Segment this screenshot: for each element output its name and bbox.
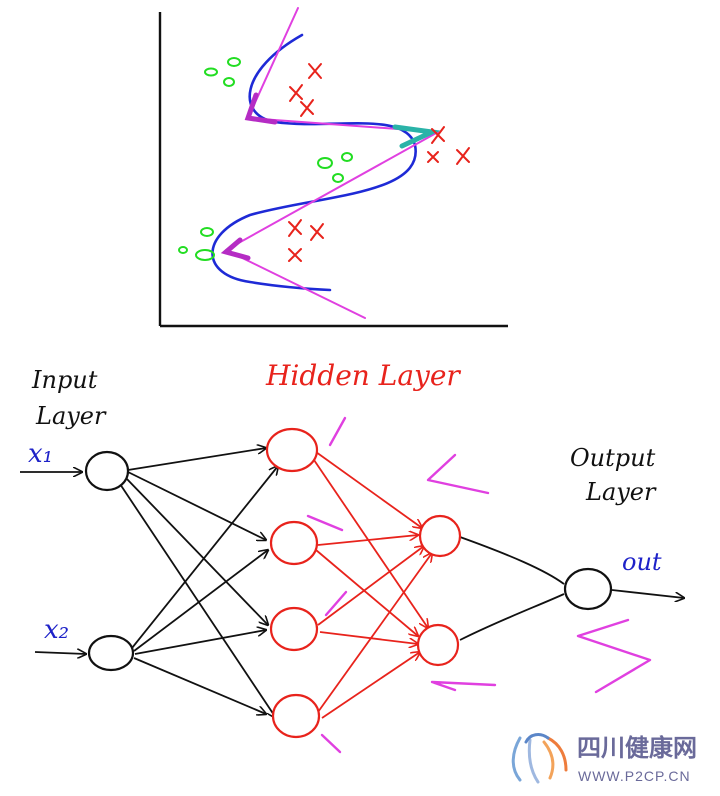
class-o-points bbox=[178, 57, 353, 261]
activation-mark bbox=[306, 514, 344, 532]
kink-accent-top bbox=[244, 92, 278, 125]
kink-accent-bottom bbox=[220, 237, 251, 261]
hidden1-node bbox=[269, 520, 319, 566]
kink-accent-mid bbox=[392, 124, 441, 149]
o-point bbox=[332, 173, 344, 183]
input-layer-label-line1: Input bbox=[31, 366, 98, 394]
hidden1-node bbox=[265, 427, 319, 473]
input-layer-nodes bbox=[84, 450, 135, 672]
x-point bbox=[431, 126, 445, 144]
x-point bbox=[288, 219, 302, 237]
watermark-url: WWW.P2CP.CN bbox=[578, 768, 691, 784]
hidden1-node bbox=[271, 693, 321, 739]
input-layer-label-line2: Layer bbox=[35, 402, 107, 430]
hidden-layer-2-nodes bbox=[416, 514, 462, 667]
x-point bbox=[300, 99, 314, 117]
hidden2-node bbox=[418, 514, 462, 558]
hidden2-node bbox=[416, 623, 460, 667]
hidden-layer-1-nodes bbox=[265, 427, 321, 739]
output-layer-label-line2: Layer bbox=[585, 478, 657, 506]
edge bbox=[134, 630, 266, 655]
output-arrow bbox=[611, 589, 684, 598]
edge bbox=[459, 536, 565, 585]
activation-sketches bbox=[306, 416, 652, 754]
o-point bbox=[341, 152, 353, 162]
x2-input-arrow bbox=[34, 652, 86, 654]
activation-mark bbox=[328, 416, 347, 447]
phoenix-logo bbox=[511, 733, 568, 784]
o-point bbox=[178, 246, 188, 254]
input-to-hidden-edges bbox=[119, 448, 278, 718]
edge bbox=[321, 652, 420, 719]
neural-network bbox=[20, 416, 684, 754]
edge bbox=[317, 546, 424, 626]
edge bbox=[313, 459, 428, 628]
edge bbox=[459, 593, 565, 641]
edge bbox=[125, 477, 268, 625]
o-point bbox=[317, 157, 333, 169]
hidden-to-output-edges bbox=[459, 536, 565, 641]
activation-mark bbox=[576, 618, 652, 694]
edge bbox=[317, 553, 432, 713]
x-point bbox=[310, 223, 324, 241]
input-node-x1 bbox=[84, 450, 130, 492]
edge bbox=[315, 451, 422, 528]
edge bbox=[119, 483, 276, 718]
labels: Input Layer Hidden Layer Output Layer x₁… bbox=[28, 359, 662, 645]
edge bbox=[127, 471, 266, 540]
activation-mark bbox=[320, 733, 342, 754]
class-x-points bbox=[288, 63, 470, 262]
edge bbox=[319, 631, 418, 644]
activation-mark bbox=[426, 453, 490, 495]
o-point bbox=[200, 227, 214, 237]
output-layer-label-line1: Output bbox=[570, 444, 656, 472]
output-node bbox=[563, 567, 613, 611]
edge bbox=[127, 448, 266, 471]
edge bbox=[131, 466, 278, 649]
watermark: 四川健康网 WWW.P2CP.CN bbox=[511, 733, 697, 784]
out-label: out bbox=[622, 548, 662, 576]
o-point bbox=[204, 67, 218, 77]
hidden1-node bbox=[269, 606, 319, 652]
x-point bbox=[289, 84, 303, 102]
piecewise-boundary-curve bbox=[225, 7, 439, 319]
o-point bbox=[195, 249, 215, 261]
x2-label: x₂ bbox=[44, 615, 69, 645]
edge bbox=[133, 550, 268, 652]
watermark-chinese: 四川健康网 bbox=[577, 734, 697, 762]
activation-mark bbox=[324, 590, 348, 617]
x1-label: x₁ bbox=[28, 439, 53, 469]
x-point bbox=[288, 248, 302, 262]
hidden-layer-label: Hidden Layer bbox=[265, 359, 461, 392]
input-node-x2 bbox=[87, 634, 135, 672]
x-point bbox=[456, 147, 470, 165]
edge bbox=[133, 657, 266, 714]
activation-mark bbox=[430, 680, 497, 692]
x-point bbox=[308, 63, 322, 79]
o-point bbox=[223, 77, 235, 87]
edge bbox=[317, 535, 418, 546]
decision-plot bbox=[158, 7, 508, 328]
edge bbox=[315, 549, 418, 636]
hidden-to-hidden-edges bbox=[313, 451, 432, 719]
o-point bbox=[227, 57, 241, 67]
x-point bbox=[427, 151, 439, 163]
output-layer-nodes bbox=[563, 567, 613, 611]
